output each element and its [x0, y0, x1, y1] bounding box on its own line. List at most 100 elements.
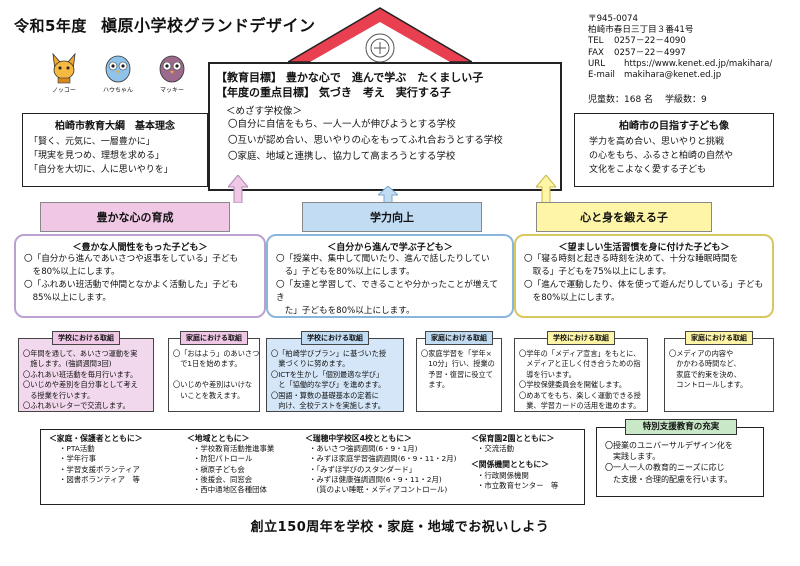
initiative-line: 家庭で約束を決め、 [669, 369, 741, 379]
owl-mascot-blue-icon [105, 55, 131, 83]
mascot-name: マッキー [159, 87, 184, 94]
principle-line: 「賢く、元気に、一層豊かに」 [29, 137, 155, 147]
initiative-line: 〇ふれあいレターで交流します。 [23, 401, 130, 411]
pillar-goal-title: ＜望ましい生活習慣を身に付けた子ども＞ [558, 243, 730, 253]
principle-line: 「自分を大切に、人に思いやりを」 [29, 165, 173, 175]
school-title: 槇原小学校グランドデザイン [100, 16, 316, 35]
student-count: 児童数：168 名 [588, 95, 654, 105]
tel-number: 0257－22－4090 [614, 36, 686, 47]
pillar-goal-line: る」子どもを80%以上にします。 [276, 267, 415, 277]
education-goal: 【教育目標】 豊かな心で 進んで学ぶ たくましい子 [216, 71, 484, 84]
special-support-line: 〇授業のユニバーサルデザイン化を [605, 441, 733, 450]
initiative-line: 〇学校保健委員会を開催します。 [519, 380, 627, 390]
email-link[interactable]: makihara@kenet.ed.jp [624, 70, 722, 81]
pillar-goal-line: 〇「ふれあい班活動で仲間となかよく活動した」子ども [24, 280, 239, 290]
principle-line: 「現実を見つめ、理想を求める」 [29, 151, 165, 161]
partner-column: ＜保育園2園とともに＞ ・交流活動 ＜関係機関とともに＞ ・行政関係機関 ・市立… [471, 434, 558, 491]
up-arrow-icon [378, 186, 398, 204]
mascot-name: ハウちゃん [102, 87, 133, 94]
initiative-line: と「協働的な学び」を進めます。 [271, 380, 386, 390]
box-tab: 学校における取組 [547, 331, 615, 346]
url-label: URL [588, 58, 606, 69]
partner-column-title: ＜家庭・保護者とともに＞ [49, 434, 143, 443]
pillar-goal-line: 〇「授業中、集中して聞いたり、進んで話したりしてい [276, 254, 490, 264]
initiative-line: 業、学習カードの活用を進めます。 [519, 401, 641, 411]
education-principles-box: 柏崎市教育大綱 基本理念 「賢く、元気に、一層豊かに」 「現実を見つめ、理想を求… [22, 113, 208, 187]
class-count: 学級数：9 [665, 95, 707, 105]
special-support-line: た支援・合理的配慮を行います。 [605, 474, 733, 484]
box-tab: 学校における取組 [301, 331, 369, 346]
partner-item: ・学習支援ボランティア [59, 464, 140, 474]
home-initiative-box: 家庭における取組 〇メディアの内容や かかわる時間など、 家庭で約束を決め、 コ… [664, 331, 774, 412]
anniversary-slogan: 創立150周年を学校・家庭・地域でお祝いしよう [250, 520, 550, 535]
pillar-health: 心と身を鍛える子 [536, 202, 712, 232]
mascot-name: ノッコー [52, 87, 76, 94]
initiative-line: メディアと正しく付き合うための指 [519, 359, 641, 369]
partner-column-title: ＜瑞穂中学校区4校とともに＞ [305, 434, 412, 443]
partner-item: ・市立教育センター 等 [477, 480, 559, 490]
partner-item: ・PTA活動 [59, 444, 95, 454]
ideal-child-line: の心をもち、ふるさと柏崎の自然や [589, 151, 734, 161]
partner-item: ・槇原子ども会 [193, 464, 245, 474]
partner-column: ＜地域とともに＞ ・学校教育活動推進事業 ・防犯パトロール ・槇原子ども会 ・後… [187, 434, 274, 495]
box-tab: 学校における取組 [52, 331, 120, 346]
fox-mascot-icon [52, 52, 76, 84]
initiative-line: 〇「おはよう」のあいさつ [173, 349, 260, 358]
pillar-goal-line: た」子どもを80%以上にします。 [276, 306, 415, 316]
partner-item: ・交流活動 [477, 444, 514, 454]
school-house-roof [288, 7, 472, 63]
ideal-school-title: ＜めざす学校像＞ [226, 106, 303, 117]
ideal-child-line: 文化をこよなく愛する子ども [589, 165, 707, 175]
owl-mascot-purple-icon [159, 55, 185, 83]
initiative-line: で1日を始めます。 [173, 359, 242, 369]
initiative-line: 〇学年の「メディア宣言」をもとに、 [519, 349, 641, 358]
initiative-line: 〇めあてをもち、楽しく運動できる授 [519, 390, 641, 400]
initiative-line: 〇「柏崎学びプラン」に基づいた授 [271, 349, 387, 358]
partner-item: ・西中通地区各種団体 [193, 485, 267, 495]
ideal-child-title: 柏崎市の目指す子ども像 [619, 121, 729, 132]
box-tab: 家庭における取組 [685, 331, 753, 346]
partners-box: ＜家庭・保護者とともに＞ ・PTA活動 ・学年行事 ・学習支援ボランティア ・図… [40, 429, 585, 505]
initiative-line: 向け、全校テストを実施します。 [271, 401, 385, 411]
partner-column: ＜瑞穂中学校区4校とともに＞ ・あいさつ強調週間(6・9・1月) ・みずほ家庭学… [305, 434, 457, 495]
ideal-school-item: 〇互いが認め合い、思いやりの心をもってふれ合おうとする学校 [228, 135, 503, 146]
special-support-title: 特別支援教育の充実 [625, 419, 737, 435]
postal-code: 〒945-0074 [588, 14, 638, 24]
initiative-line: 〇ふれあい班活動を毎月行います。 [23, 369, 138, 379]
ideal-school-item: 〇自分に自信をもち、一人一人が伸びようとする学校 [228, 119, 456, 130]
special-support-box: 特別支援教育の充実 〇授業のユニバーサルデザイン化を 実践します。 〇一人一人の… [596, 419, 764, 497]
school-counts: 児童数：168 名 学級数：9 [588, 92, 707, 105]
tel-label: TEL [588, 36, 604, 47]
pillar-goal-line: を80%以上にします。 [524, 293, 620, 303]
initiative-line: いことを教えます。 [173, 390, 245, 400]
pillar-goal-title: ＜自分から進んで学ぶ子ども＞ [327, 243, 453, 253]
initiative-line: 〇ICTを生かし「個別最適な学び」 [271, 369, 384, 379]
pillar-goal-line: 〇「自分から進んであいさつや返事をしている」子ども [24, 254, 239, 264]
ideal-child-line: 学力を高め合い、思いやりと挑戦 [589, 137, 725, 147]
pillar-goal-line: 〇「進んで運動したり、体を使って遊んだりしている」子ども [524, 280, 764, 290]
pillar-goal-title: ＜豊かな人間性をもった子ども＞ [72, 243, 208, 253]
initiative-line: る授業を行います。 [23, 390, 95, 400]
special-support-line: 〇一人一人の教育的ニーズに応じ [605, 463, 725, 473]
partner-column: ＜家庭・保護者とともに＞ ・PTA活動 ・学年行事 ・学習支援ボランティア ・図… [49, 434, 143, 485]
partner-column-title: ＜関係機関とともに＞ [471, 460, 549, 470]
school-initiative-box: 学校における取組 〇学年の「メディア宣言」をもとに、 メディアと正しく付き合うた… [514, 331, 648, 412]
mascot-group: ノッコー ハウちゃん マッキー [42, 52, 194, 94]
box-tab: 家庭における取組 [425, 331, 493, 346]
url-link[interactable]: https://www.kenet.ed.jp/makihara/ [624, 58, 773, 69]
pillar-goal-line: 85%以上にします。 [24, 293, 111, 303]
email-label: E-mail [588, 70, 615, 81]
pillar-academic-goals: ＜自分から進んで学ぶ子ども＞ 〇「授業中、集中して聞いたり、進んで話したりしてい… [266, 234, 514, 318]
initiative-line: 〇メディアの内容や [669, 349, 734, 358]
home-initiative-box: 家庭における取組 〇「おはよう」のあいさつ で1日を始めます。 〇いじめや差別は… [168, 331, 260, 412]
initiative-line: 〇いじめや差別はいけな [173, 380, 253, 390]
initiative-line: 〇家庭学習を「学年× [421, 349, 492, 358]
initiative-line: コントロールします。 [669, 380, 748, 390]
ideal-school-item: 〇家庭、地域と連携し、協力して高まろうとする学校 [228, 151, 456, 162]
partner-item: ・防犯パトロール [193, 454, 253, 464]
up-arrow-icon [228, 175, 248, 203]
pillar-academic: 学力向上 [302, 202, 482, 232]
initiative-line: 業づくりに努めます。 [271, 359, 350, 369]
fax-label: FAX [588, 47, 604, 58]
